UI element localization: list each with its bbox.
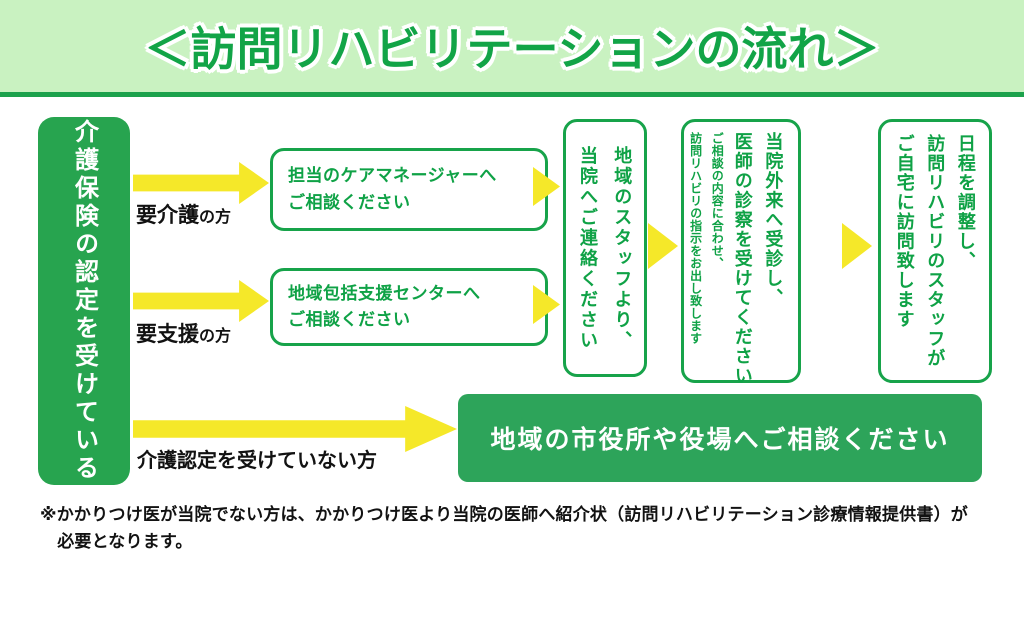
box-care-manager: 担当のケアマネージャーへ ご相談ください	[270, 148, 548, 231]
title-banner: ＜訪問リハビリテーションの流れ＞	[0, 0, 1024, 97]
arrow-right-icon	[648, 223, 678, 269]
box-city-hall-text: 地域の市役所や役場へご相談ください	[490, 426, 950, 454]
entry-condition-box: 介護保険の認定を受けている	[38, 117, 130, 485]
step-contact-text: 地域のスタッフより、 当院へご連絡ください	[578, 145, 633, 351]
branch-label-kaigo-suffix: の方	[199, 209, 232, 226]
branch-label-shien-main: 要支援	[136, 323, 199, 346]
box-support-center: 地域包括支援センターへ ご相談ください	[270, 268, 548, 346]
step-visit-sub-text: ご相談の内容に合わせ、 訪問リハビリの指示をお出し致します	[688, 132, 725, 345]
arrow-right-icon	[133, 162, 269, 204]
page-title: ＜訪問リハビリテーションの流れ＞	[144, 23, 880, 75]
footnote: ※かかりつけ医が当院でない方は、かかりつけ医より当院の医師へ紹介状（訪問リハビリ…	[40, 505, 968, 552]
branch-label-not-certified: 介護認定を受けていない方	[137, 450, 377, 472]
branch-label-shien-suffix: の方	[199, 328, 232, 345]
step-schedule-text: 日程を調整し、 訪問リハビリのスタッフが ご自宅に訪問致します	[894, 134, 976, 368]
branch-label-shien: 要支援の方	[136, 318, 231, 348]
step-schedule-box: 日程を調整し、 訪問リハビリのスタッフが ご自宅に訪問致します	[878, 119, 992, 383]
entry-condition-label: 介護保険の認定を受けている	[70, 119, 98, 483]
box-support-center-text: 地域包括支援センターへ ご相談ください	[288, 283, 481, 329]
step-visit-texts: 当院外来へ受診し、 医師の診察を受けてください ご相談の内容に合わせ、 訪問リハ…	[684, 122, 788, 390]
branch-label-kaigo: 要介護の方	[136, 199, 231, 229]
box-care-manager-text: 担当のケアマネージャーへ ご相談ください	[288, 166, 497, 212]
arrow-right-icon	[842, 223, 872, 269]
branch-label-kaigo-main: 要介護	[136, 204, 199, 227]
box-city-hall: 地域の市役所や役場へご相談ください	[458, 394, 982, 482]
arrow-right-icon	[133, 280, 269, 322]
step-contact-box: 地域のスタッフより、 当院へご連絡ください	[563, 119, 647, 377]
step-visit-main-text: 当院外来へ受診し、 医師の診察を受けてください	[732, 132, 784, 386]
step-visit-box: 当院外来へ受診し、 医師の診察を受けてください ご相談の内容に合わせ、 訪問リハ…	[681, 119, 801, 386]
